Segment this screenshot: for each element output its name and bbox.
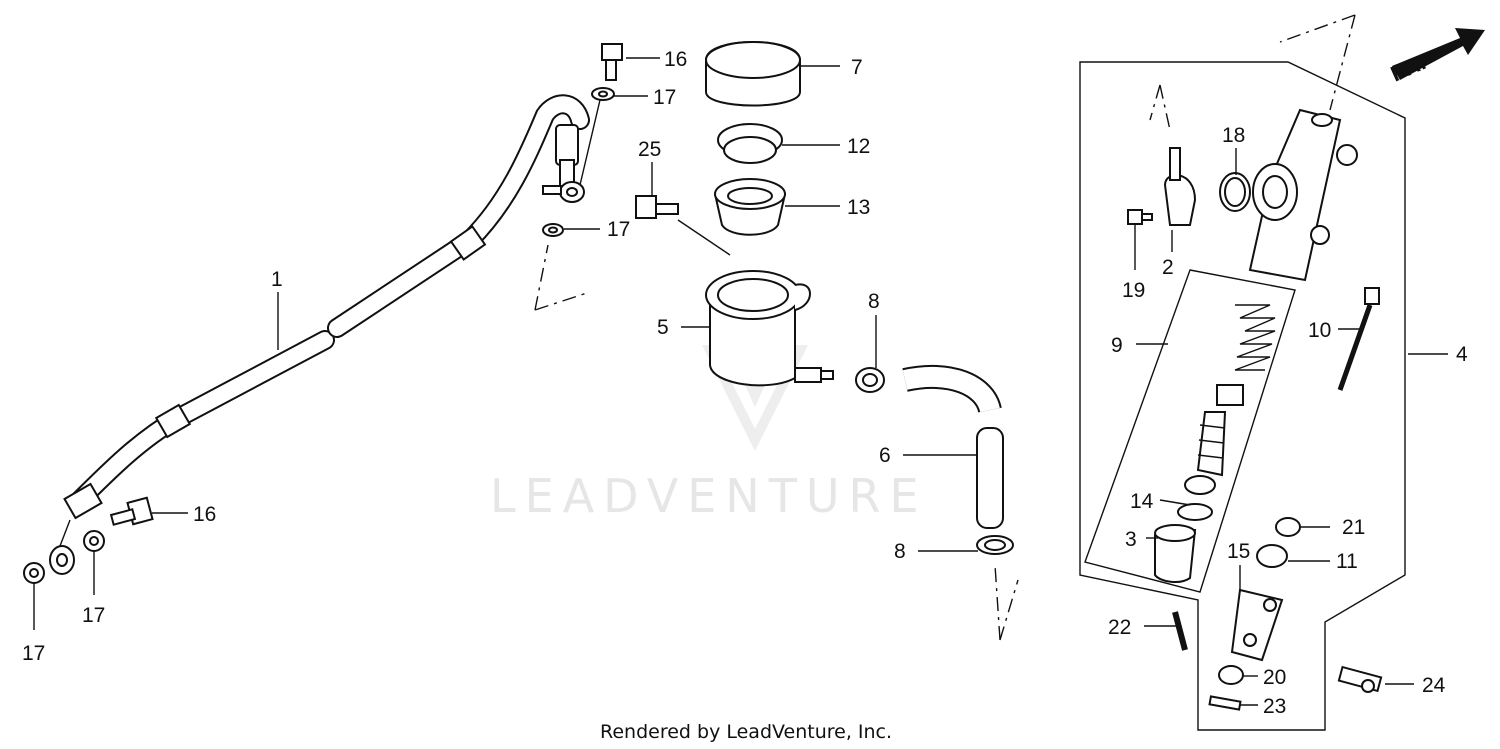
upper-banjo-fitting[interactable] [542,181,585,203]
callout-7: 7 [851,56,863,79]
callout-2: 2 [1162,256,1174,279]
callout-9: 9 [1111,334,1123,357]
callout-6: 6 [879,444,891,467]
callout-14: 14 [1130,490,1154,513]
piston-spring[interactable] [1234,304,1276,371]
piston-washer[interactable] [1184,475,1216,495]
push-rod-joint[interactable] [1230,588,1284,662]
hose-clip-8-lower[interactable] [976,535,1014,555]
callout-17-b: 17 [607,218,630,241]
callout-labels: 1 2 3 4 5 6 7 8 8 9 10 11 12 13 14 15 16… [22,48,1468,718]
joint-pin-24[interactable] [1337,665,1383,693]
callout-10: 10 [1308,319,1331,342]
piston-kit-outline [1084,269,1296,593]
callout-12: 12 [847,135,870,158]
screw-19[interactable] [1127,209,1153,225]
callout-20: 20 [1263,666,1286,689]
callout-11: 11 [1336,550,1358,573]
banjo-bolt-16-upper[interactable] [601,43,623,81]
cotter-pin[interactable] [1172,611,1188,651]
circlip[interactable] [1177,503,1213,521]
callout-5: 5 [657,316,669,339]
callout-8-lower: 8 [894,540,906,563]
reservoir-cap[interactable] [705,41,801,107]
push-rod[interactable] [1337,287,1380,391]
washer-17-b[interactable] [542,223,564,237]
credit-text: Rendered by LeadVenture, Inc. [600,721,892,743]
front-direction-indicator: FR. [1387,28,1485,87]
washer-17-a[interactable] [591,87,615,101]
nut-11[interactable] [1256,544,1288,568]
washer-17-d[interactable] [83,530,105,552]
reservoir-diaphragm[interactable] [714,178,786,236]
master-cylinder-body[interactable] [1248,108,1358,282]
pin-23[interactable] [1208,695,1242,711]
watermark-text: LEADVENTURE [490,469,928,523]
hose-clip-8-upper[interactable] [855,367,885,393]
boot[interactable] [1154,524,1197,583]
washer-17-c[interactable] [23,562,45,584]
o-ring[interactable] [1219,172,1251,212]
lower-banjo-fitting[interactable] [49,519,75,575]
piston-cup[interactable] [1216,384,1244,406]
piston[interactable] [1196,411,1227,477]
callout-18: 18 [1222,124,1245,147]
callout-24: 24 [1422,674,1446,697]
callout-1: 1 [271,268,283,291]
reservoir-plate[interactable] [717,123,783,164]
brake-hose[interactable] [63,94,590,520]
leader-lines [33,57,1448,706]
callout-16-upper: 16 [664,48,687,71]
callout-17-c: 17 [22,642,45,665]
reservoir-hose[interactable] [902,364,1004,529]
joint-fitting[interactable] [1163,147,1197,226]
callout-25: 25 [638,138,661,161]
callout-22: 22 [1108,616,1131,639]
callout-19: 19 [1122,279,1145,302]
brake-fluid-reservoir[interactable] [705,270,834,387]
callout-21: 21 [1342,516,1365,539]
callout-23: 23 [1263,695,1286,718]
callout-8-upper: 8 [868,290,880,313]
callout-3: 3 [1125,528,1137,551]
callout-17-a: 17 [653,86,676,109]
callout-16-lower: 16 [193,503,216,526]
banjo-bolt-16-lower[interactable] [109,496,154,526]
reference-lines [534,14,1356,641]
master-cylinder-assembly-outline [1079,61,1406,731]
nut-21[interactable] [1275,517,1301,537]
nut-20[interactable] [1218,665,1244,685]
callout-4: 4 [1456,343,1468,366]
callout-15: 15 [1227,540,1250,563]
callout-13: 13 [847,196,870,219]
callout-17-d: 17 [82,604,105,627]
bolt-25[interactable] [635,195,731,256]
